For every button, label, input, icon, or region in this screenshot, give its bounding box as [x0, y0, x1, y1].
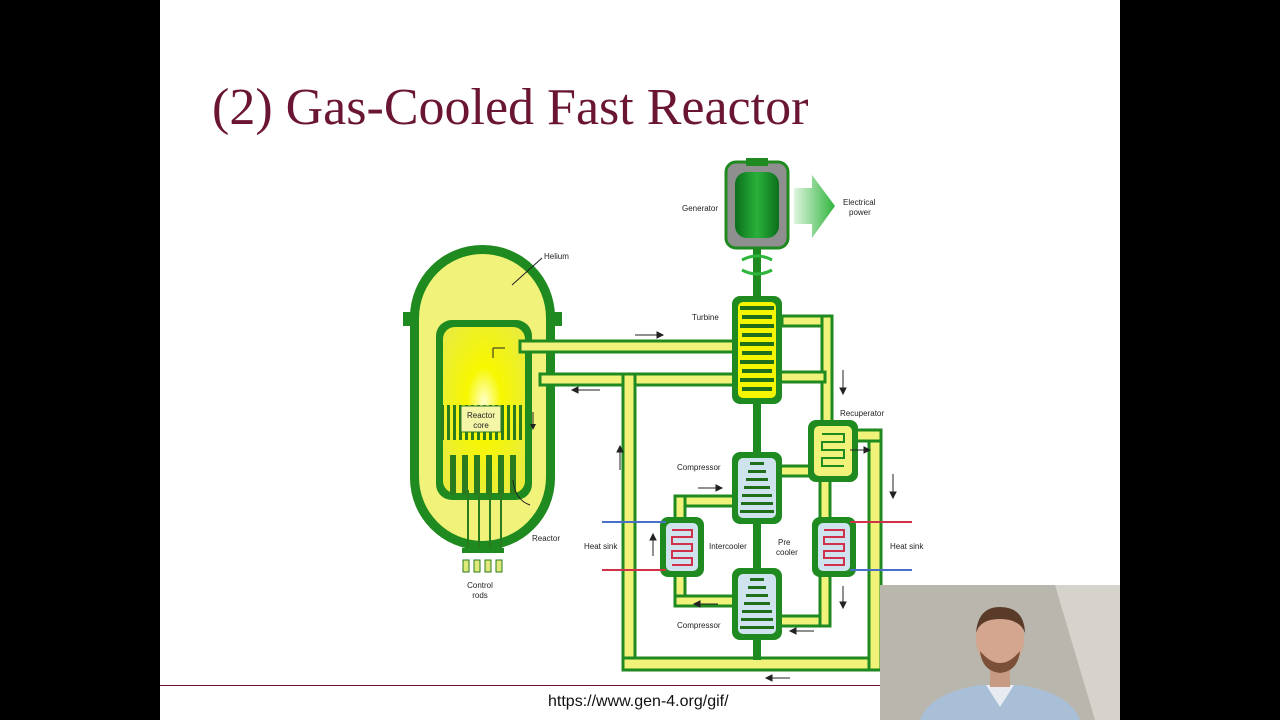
footer-divider [160, 685, 880, 686]
control-rods-label-1: Control [467, 581, 493, 590]
recuperator-label: Recuperator [840, 409, 884, 418]
compressor-bottom-label: Compressor [677, 621, 721, 630]
gfr-schematic: Reactor core Control rods Reacto [403, 158, 924, 682]
precooler-label-2: cooler [776, 548, 798, 557]
compressor-top-label: Compressor [677, 463, 721, 472]
compressor-top [732, 452, 782, 524]
recuperator [808, 420, 858, 482]
slide-title: (2) Gas-Cooled Fast Reactor [212, 79, 809, 136]
helium-label: Helium [544, 252, 569, 261]
intercooler-label: Intercooler [709, 542, 747, 551]
presenter-video-frame [880, 585, 1120, 720]
electrical-power-arrow [794, 175, 835, 238]
reactor-vessel: Reactor core Control rods Reacto [403, 245, 569, 600]
presenter-video [880, 585, 1120, 720]
electrical-power-label-2: power [849, 208, 871, 217]
piping [518, 314, 883, 672]
control-rods [462, 490, 504, 573]
precooler [812, 517, 912, 577]
compressor-bottom [732, 568, 782, 640]
generator [724, 158, 790, 276]
control-rods-label-2: rods [472, 591, 488, 600]
reactor-label: Reactor [532, 534, 560, 543]
reactor-core-label-2: core [473, 421, 489, 430]
generator-label: Generator [682, 204, 718, 213]
intercooler [602, 517, 704, 577]
source-url[interactable]: https://www.gen-4.org/gif/ [548, 693, 729, 710]
heat-sink-right-label: Heat sink [890, 542, 924, 551]
turbine-label: Turbine [692, 313, 719, 322]
slide: (2) Gas-Cooled Fast Reactor [160, 0, 1120, 720]
flow-arrows [570, 331, 897, 682]
electrical-power-label-1: Electrical [843, 198, 876, 207]
reactor-core-label-1: Reactor [467, 411, 495, 420]
heat-sink-left-label: Heat sink [584, 542, 618, 551]
precooler-label-1: Pre [778, 538, 791, 547]
turbine [732, 296, 782, 404]
shaft [753, 240, 761, 660]
